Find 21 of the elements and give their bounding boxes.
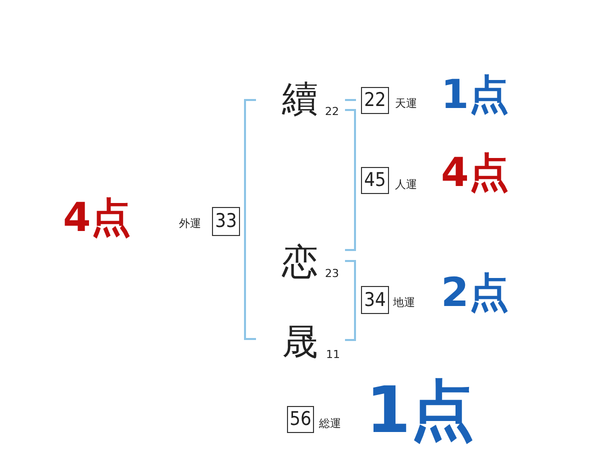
number-box: 56 xyxy=(287,406,314,433)
stroke-count: 22 xyxy=(325,106,339,117)
number-box: 33 xyxy=(212,207,240,236)
score-text: 4点 xyxy=(441,153,509,193)
score-text: 2点 xyxy=(441,273,509,313)
fortune-label: 外運 xyxy=(179,218,201,229)
fortune-label: 人運 xyxy=(395,179,417,190)
score-text: 1点 xyxy=(366,379,475,443)
name-character: 恋 xyxy=(282,245,318,281)
score-text: 1点 xyxy=(441,75,509,115)
number-box: 45 xyxy=(361,167,389,194)
stroke-count: 23 xyxy=(325,268,339,279)
fortune-label: 総運 xyxy=(319,418,341,429)
fortune-label: 地運 xyxy=(393,297,415,308)
stroke-count: 11 xyxy=(326,349,340,360)
number-box: 22 xyxy=(361,87,389,114)
fortune-label: 天運 xyxy=(395,98,417,109)
name-character: 續 xyxy=(282,82,318,118)
name-character: 晟 xyxy=(282,325,318,361)
score-text: 4点 xyxy=(63,198,131,238)
number-box: 34 xyxy=(361,286,389,314)
